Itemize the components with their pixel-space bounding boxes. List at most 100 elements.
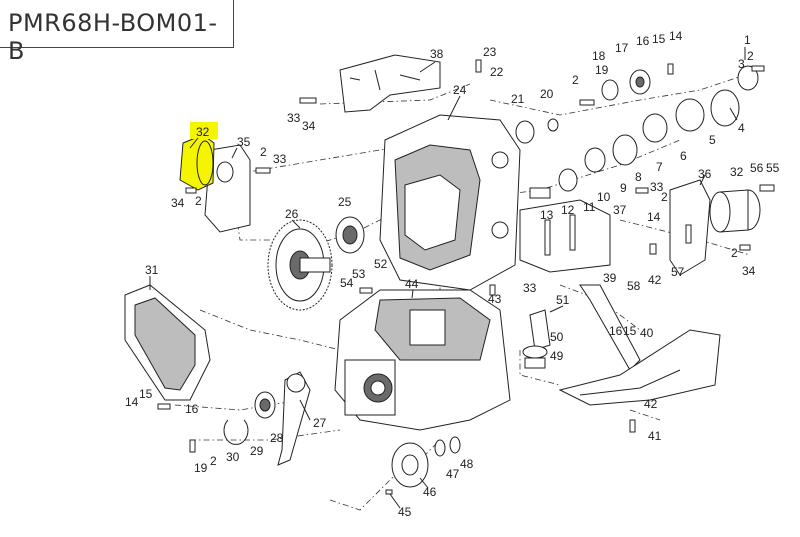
callout-41: 41 <box>648 429 662 443</box>
callout-26: 26 <box>285 207 299 221</box>
callout-16: 16 <box>609 324 623 338</box>
callout-46: 46 <box>423 485 437 499</box>
callout-52: 52 <box>374 257 388 271</box>
callout-43: 43 <box>488 292 502 306</box>
callout-13: 13 <box>540 208 554 222</box>
callout-31: 31 <box>145 263 159 277</box>
callout-42: 42 <box>648 273 662 287</box>
callout-2: 2 <box>260 145 267 159</box>
callout-36: 36 <box>698 167 712 181</box>
part-45-bolt <box>385 489 393 495</box>
callout-14: 14 <box>669 29 683 43</box>
callout-labels: 32 35 2 33 34 2 38 23 22 24 33 34 21 20 … <box>125 29 780 519</box>
part-37-plate <box>519 199 611 273</box>
part-32-highlighted <box>179 122 218 191</box>
callout-44: 44 <box>405 277 419 291</box>
callout-28: 28 <box>270 431 284 445</box>
callout-24: 24 <box>453 83 467 97</box>
callout-16: 16 <box>636 34 650 48</box>
callout-45: 45 <box>398 505 412 519</box>
part-27-crank-arm <box>277 371 311 466</box>
part-25-bearing <box>335 216 365 254</box>
callout-29: 29 <box>250 444 264 458</box>
callout-56: 56 <box>750 161 764 175</box>
part-46-pulley <box>391 442 429 488</box>
part-38-bracket <box>339 54 441 113</box>
part-26-gear <box>267 219 333 311</box>
callout-22: 22 <box>490 65 504 79</box>
part-32-right <box>709 189 761 233</box>
callout-21: 21 <box>511 92 525 106</box>
drawing-code: PMR68H-BOM01-B <box>8 9 218 65</box>
callout-48: 48 <box>460 457 474 471</box>
callout-5: 5 <box>709 133 716 147</box>
callout-54: 54 <box>340 276 354 290</box>
part-35-plate <box>204 144 251 233</box>
callout-32-highlighted: 32 <box>196 125 210 139</box>
callout-19: 19 <box>595 63 609 77</box>
callout-14: 14 <box>647 210 661 224</box>
callout-38: 38 <box>430 47 444 61</box>
callout-19: 19 <box>194 461 208 475</box>
callout-33: 33 <box>287 111 301 125</box>
callout-15: 15 <box>652 32 666 46</box>
drawing-code-box: PMR68H-BOM01-B <box>0 0 234 65</box>
top-right-seals <box>515 65 759 199</box>
callout-2: 2 <box>731 246 738 260</box>
part-28-bearing <box>254 391 276 419</box>
callout-10: 10 <box>597 190 611 204</box>
callout-39: 39 <box>603 271 617 285</box>
callout-2: 2 <box>195 194 202 208</box>
callout-20: 20 <box>540 87 554 101</box>
callout-2: 2 <box>210 454 217 468</box>
callout-34: 34 <box>742 264 756 278</box>
callout-18: 18 <box>592 49 606 63</box>
callout-16: 16 <box>185 402 199 416</box>
callout-4: 4 <box>738 121 745 135</box>
part-platform <box>558 329 721 406</box>
callout-6: 6 <box>680 149 687 163</box>
callout-7: 7 <box>656 160 663 174</box>
callout-58: 58 <box>627 279 641 293</box>
callout-9: 9 <box>620 181 627 195</box>
callout-23: 23 <box>483 45 497 59</box>
part-44-main-housing <box>334 289 511 431</box>
callout-50: 50 <box>550 330 564 344</box>
leader-lines <box>149 47 746 509</box>
callout-33: 33 <box>650 180 664 194</box>
part-47-48-seal <box>434 436 461 457</box>
part-24-housing <box>379 114 521 291</box>
callout-8: 8 <box>635 170 642 184</box>
parts-49-51-fittings <box>522 309 551 369</box>
callout-15: 15 <box>139 387 153 401</box>
part-29-circlip <box>223 419 249 445</box>
callout-40: 40 <box>640 326 654 340</box>
callout-34: 34 <box>302 119 316 133</box>
callout-33: 33 <box>523 281 537 295</box>
callout-1: 1 <box>744 33 751 47</box>
callout-53: 53 <box>352 267 366 281</box>
callout-51: 51 <box>556 293 570 307</box>
callout-12: 12 <box>561 203 575 217</box>
callout-15: 15 <box>623 324 637 338</box>
callout-47: 47 <box>446 467 460 481</box>
callout-2: 2 <box>661 190 668 204</box>
callout-33: 33 <box>273 152 287 166</box>
callout-25: 25 <box>338 195 352 209</box>
fasteners <box>157 59 775 453</box>
callout-32: 32 <box>730 165 744 179</box>
callout-11: 11 <box>583 200 596 214</box>
callout-55: 55 <box>766 161 780 175</box>
part-31-cover <box>124 284 211 401</box>
callout-49: 49 <box>550 349 564 363</box>
callout-57: 57 <box>671 265 685 279</box>
callout-35: 35 <box>237 135 251 149</box>
callout-3: 3 <box>738 57 745 71</box>
callout-42: 42 <box>644 397 658 411</box>
callout-34: 34 <box>171 196 185 210</box>
callout-2: 2 <box>572 73 579 87</box>
callout-2: 2 <box>747 49 754 63</box>
callout-17: 17 <box>615 41 629 55</box>
